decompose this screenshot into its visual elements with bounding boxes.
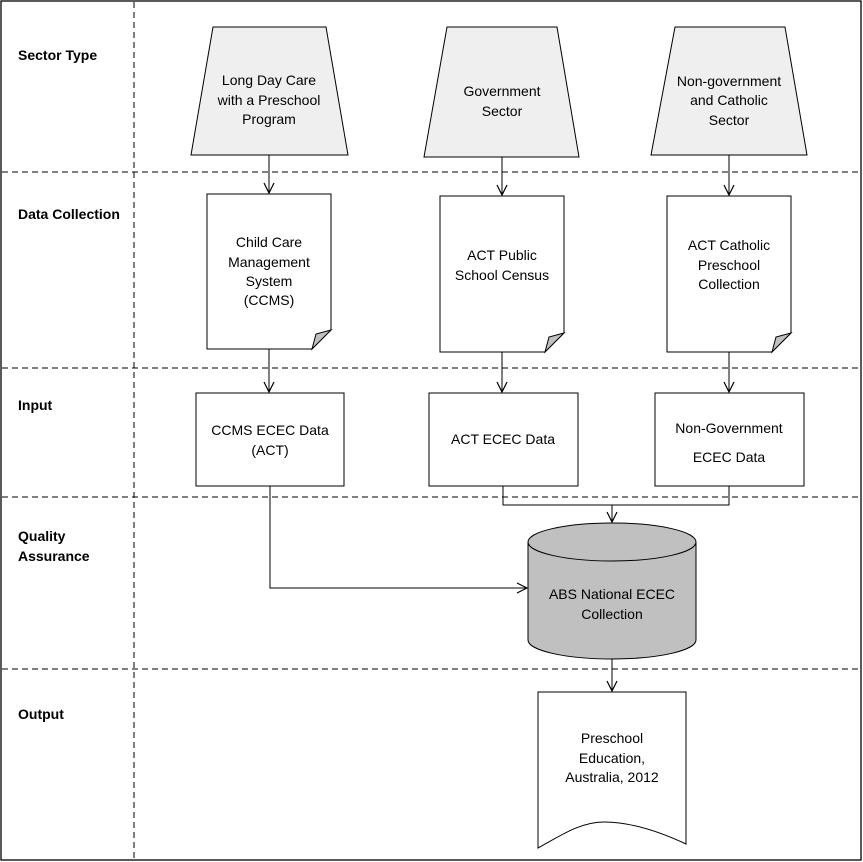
collection-act-catholic-line-1: ACT Catholic: [688, 237, 770, 253]
sector-government-line-2: Sector: [482, 103, 523, 119]
output-preschool-line-1: Preschool: [581, 730, 643, 746]
collection-act-catholic-line-2: Preschool: [698, 257, 760, 273]
sector-non-government-shape: [650, 26, 808, 156]
collection-ccms-line-1: Child Care: [236, 234, 302, 250]
collection-ccms-line-2: Management: [228, 254, 310, 270]
sector-non-government-line-1: Non-government: [677, 73, 781, 89]
row-label-data-collection: Data Collection: [18, 206, 120, 222]
output-preschool-line-2: Education,: [579, 750, 645, 766]
row-label-output: Output: [18, 706, 64, 722]
sector-government-line-1: Government: [463, 83, 540, 99]
collection-act-catholic-document: [666, 195, 793, 354]
quality-abs-national-line-2: Collection: [581, 606, 642, 622]
quality-abs-national-line-1: ABS National ECEC: [549, 586, 675, 602]
collection-act-public-line-1: ACT Public: [467, 247, 537, 263]
output-preschool-line-3: Australia, 2012: [565, 769, 659, 785]
row-label-input: Input: [18, 397, 53, 413]
collection-ccms-document: [206, 193, 333, 351]
row-label-sector-type: Sector Type: [18, 47, 97, 63]
input-ccms-ecec-line-1: CCMS ECEC Data: [211, 422, 329, 438]
input-non-gov-ecec-line-2: ECEC Data: [693, 449, 766, 465]
collection-act-catholic-line-3: Collection: [698, 276, 759, 292]
sector-long-day-care-line-3: Program: [242, 111, 296, 127]
row-label-assurance: Assurance: [18, 548, 90, 564]
sector-non-government-line-3: Sector: [709, 112, 750, 128]
collection-act-public-document: [439, 195, 566, 354]
connector-act-ecec-to-merge: [502, 486, 612, 506]
input-non-gov-ecec-box: [654, 392, 805, 487]
sector-government-shape: [423, 26, 580, 158]
row-label-quality: Quality: [18, 528, 66, 544]
input-non-gov-ecec-line-1: Non-Government: [675, 420, 782, 436]
connector-nongov-ecec-to-merge: [612, 486, 730, 506]
sector-long-day-care-line-1: Long Day Care: [222, 72, 316, 88]
input-ccms-ecec-box: [195, 392, 345, 487]
collection-ccms-line-3: System: [246, 273, 293, 289]
connectors: [269, 155, 729, 691]
collection-act-public-line-2: School Census: [455, 267, 549, 283]
connector-ccms-ecec-to-database: [269, 486, 527, 588]
input-act-ecec-box: [428, 392, 579, 487]
input-act-ecec-line-1: ACT ECEC Data: [451, 431, 555, 447]
abs-national-database-cylinder: [527, 522, 697, 660]
sector-long-day-care-shape: [190, 26, 349, 156]
sector-long-day-care-line-2: with a Preschool: [217, 92, 321, 108]
output-preschool-document: [537, 691, 687, 849]
input-ccms-ecec-line-2: (ACT): [251, 442, 288, 458]
sector-non-government-line-2: and Catholic: [690, 92, 768, 108]
collection-ccms-line-4: (CCMS): [244, 292, 295, 308]
